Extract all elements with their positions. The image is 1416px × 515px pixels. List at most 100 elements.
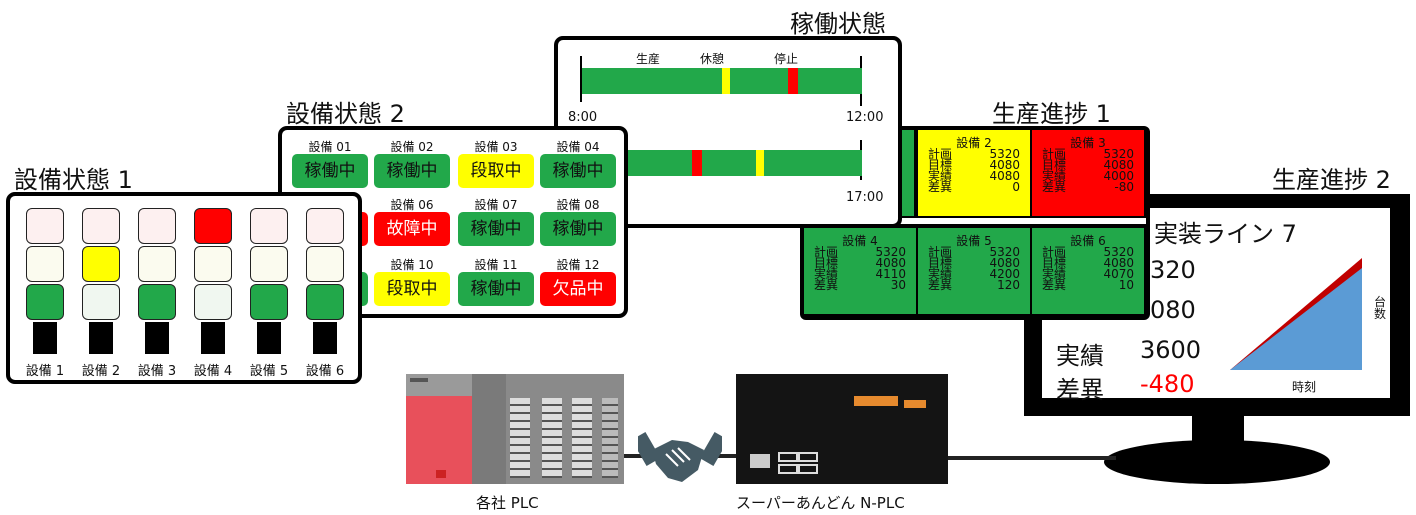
plc-io-slot-3 bbox=[572, 398, 592, 478]
diff-value: 30 bbox=[890, 278, 906, 292]
tile-name: 設備 5 bbox=[956, 234, 992, 248]
cell-state: 故障中 bbox=[374, 212, 450, 246]
plan-label: 計画 bbox=[1042, 147, 1067, 161]
progress1-stub bbox=[900, 130, 914, 216]
yellow-lamp bbox=[82, 246, 120, 282]
plc-io-slot-2 bbox=[542, 398, 562, 478]
usb-port-2 bbox=[798, 452, 818, 462]
title-progress1: 生産進捗 1 bbox=[992, 100, 1111, 128]
plc-io-slot-1 bbox=[510, 398, 530, 478]
green-lamp bbox=[82, 284, 120, 320]
actual-label: 実績 bbox=[928, 267, 953, 281]
tile-name: 設備 3 bbox=[1070, 136, 1106, 150]
target-label: 目標 bbox=[814, 256, 839, 270]
usb-port-3 bbox=[778, 464, 798, 474]
title-status2: 設備状態 2 bbox=[286, 100, 405, 128]
plc-label: 各社 PLC bbox=[476, 494, 539, 512]
title-progress2: 生産進捗 2 bbox=[1272, 166, 1391, 194]
tile-name: 設備 4 bbox=[842, 234, 878, 248]
cable-plc bbox=[622, 454, 642, 458]
cell-name: 設備 11 bbox=[474, 258, 518, 272]
row1-end-time: 12:00 bbox=[846, 110, 884, 125]
plan-value: 5320 bbox=[875, 245, 906, 259]
plc-power-unit bbox=[406, 374, 472, 484]
plc-device bbox=[406, 374, 624, 484]
cell-state: 稼働中 bbox=[540, 212, 616, 246]
tile-name: 設備 2 bbox=[956, 136, 992, 150]
target-value: 4080 bbox=[1103, 158, 1134, 172]
nplc-label: スーパーあんどん N-PLC bbox=[736, 494, 905, 512]
green-lamp bbox=[138, 284, 176, 320]
plan-label: 計画 bbox=[928, 147, 953, 161]
plan-label: 計画 bbox=[1042, 245, 1067, 259]
nplc-device bbox=[736, 374, 948, 484]
plan-value: 320 bbox=[1150, 256, 1196, 284]
row2-end-time: 17:00 bbox=[846, 190, 884, 205]
diff-label: 差異 bbox=[1056, 376, 1104, 404]
cell-state: 欠品中 bbox=[540, 272, 616, 306]
terminal-block-1 bbox=[854, 396, 898, 406]
break-mark-2 bbox=[756, 150, 764, 176]
actual-label: 実績 bbox=[928, 169, 953, 183]
cell-name: 設備 04 bbox=[556, 140, 600, 154]
cell-name: 設備 07 bbox=[474, 198, 518, 212]
red-lamp bbox=[194, 208, 232, 244]
actual-value: 4070 bbox=[1103, 267, 1134, 281]
target-label: 目標 bbox=[928, 158, 953, 172]
plan-value: 5320 bbox=[1103, 147, 1134, 161]
usb-port-1 bbox=[778, 452, 798, 462]
red-lamp bbox=[26, 208, 64, 244]
diff-value: -80 bbox=[1114, 180, 1134, 194]
plan-label: 計画 bbox=[928, 245, 953, 259]
yellow-lamp bbox=[138, 246, 176, 282]
cell-state: 段取中 bbox=[374, 272, 450, 306]
cell-state: 稼働中 bbox=[540, 154, 616, 188]
target-value: 4080 bbox=[875, 256, 906, 270]
diff-label: 差異 bbox=[814, 278, 839, 292]
yellow-lamp bbox=[26, 246, 64, 282]
cell-name: 設備 12 bbox=[556, 258, 600, 272]
cell-state: 稼働中 bbox=[458, 272, 534, 306]
actual-value: 4000 bbox=[1103, 169, 1134, 183]
actual-value: 4080 bbox=[989, 169, 1020, 183]
stop-mark bbox=[788, 68, 798, 94]
status1-panel: 設備 1 設備 2 設備 3 設備 4 設備 5 設備 6 bbox=[6, 192, 362, 384]
cell-name: 設備 01 bbox=[308, 140, 352, 154]
diff-value: 10 bbox=[1118, 278, 1134, 292]
timeline-row2 bbox=[628, 150, 862, 176]
plan-value: 5320 bbox=[989, 147, 1020, 161]
timeline-row1 bbox=[582, 68, 862, 94]
tile-name: 設備 6 bbox=[1070, 234, 1106, 248]
cable-monitor bbox=[946, 456, 1116, 460]
legend-break: 休憩 bbox=[700, 52, 725, 66]
plc-io-slot-4 bbox=[602, 398, 618, 478]
plc-cpu-unit bbox=[472, 374, 506, 484]
break-mark bbox=[722, 68, 730, 94]
actual-label: 実績 bbox=[814, 267, 839, 281]
green-lamp bbox=[306, 284, 344, 320]
start-tick bbox=[580, 56, 582, 102]
legend-stop: 停止 bbox=[774, 52, 799, 66]
handshake-icon bbox=[638, 432, 722, 482]
target-value: 080 bbox=[1150, 296, 1196, 324]
green-lamp bbox=[250, 284, 288, 320]
actual-label: 実績 bbox=[1042, 267, 1067, 281]
title-status1: 設備状態 1 bbox=[14, 166, 133, 194]
target-label: 目標 bbox=[1042, 158, 1067, 172]
target-value: 4080 bbox=[989, 158, 1020, 172]
actual-value: 3600 bbox=[1140, 336, 1202, 364]
target-value: 4080 bbox=[1103, 256, 1134, 270]
diff-value: -480 bbox=[1140, 370, 1195, 398]
terminal-block-2 bbox=[904, 400, 926, 408]
tower-base bbox=[313, 322, 337, 354]
tower-base bbox=[89, 322, 113, 354]
row1-start-time: 8:00 bbox=[568, 110, 598, 125]
legend-production: 生産 bbox=[636, 52, 661, 66]
cell-name: 設備 08 bbox=[556, 198, 600, 212]
red-lamp bbox=[138, 208, 176, 244]
red-lamp bbox=[250, 208, 288, 244]
